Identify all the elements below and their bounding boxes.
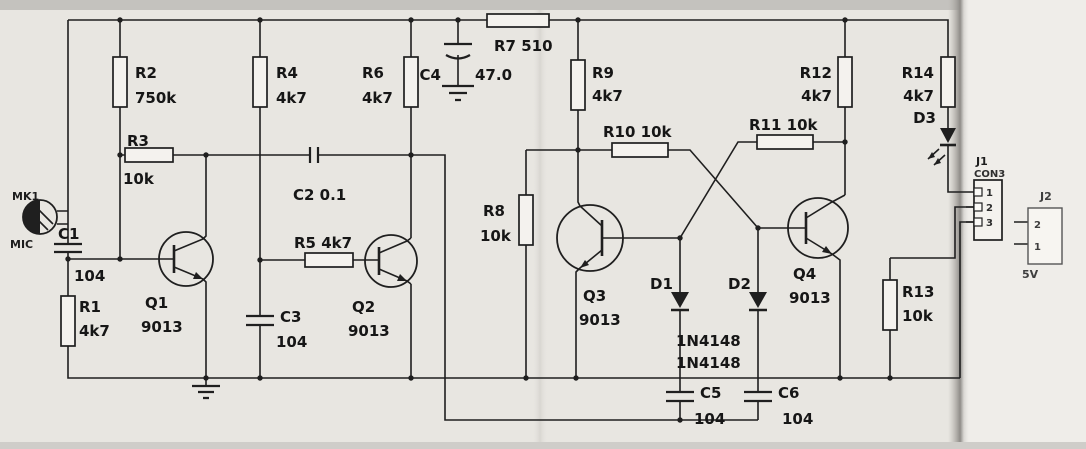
r9-ref-label: R9	[592, 64, 614, 82]
c4-ref-label: C4	[420, 66, 441, 84]
r7-label: R7 510	[494, 37, 553, 55]
r3-resistor-symbol	[124, 147, 174, 163]
r6-ref-label: R6	[362, 64, 384, 82]
c5-ref-label: C5	[700, 384, 721, 402]
q2-value-label: 9013	[348, 322, 390, 340]
r1-resistor-symbol	[60, 295, 76, 347]
r12-ref-label: R12	[800, 64, 832, 82]
r5-label: R5 4k7	[294, 234, 352, 252]
c3-capacitor-symbol	[246, 314, 274, 327]
mic-symbol	[22, 199, 58, 235]
transistor-q1-symbol	[158, 155, 214, 378]
r4-ref-label: R4	[276, 64, 298, 82]
mic-type-label: MIC	[10, 238, 33, 251]
junction-dots	[65, 17, 893, 423]
q4-ref-label: Q4	[793, 265, 816, 283]
d1-part-label: 1N4148	[676, 332, 741, 350]
mic-ref-label: MK1	[12, 190, 39, 203]
q4-value-label: 9013	[789, 289, 831, 307]
c1-value-label: 104	[74, 267, 105, 285]
c1-ref-label: C1	[58, 225, 79, 243]
r4-resistor-symbol	[252, 56, 268, 108]
j2-pin2-label: 2	[1034, 220, 1041, 231]
transistor-q4-symbol	[787, 194, 849, 378]
q1-ref-label: Q1	[145, 294, 168, 312]
r10-label: R10 10k	[603, 123, 673, 141]
ground-symbol-q1	[192, 378, 220, 400]
c4-capacitor-symbol	[444, 42, 472, 60]
r3-ref-label: R3	[127, 132, 149, 150]
ground-symbol-c4	[442, 84, 474, 102]
r9-value-label: 4k7	[592, 87, 623, 105]
r7-resistor-symbol	[486, 13, 550, 28]
c5-value-label: 104	[694, 410, 725, 428]
r12-resistor-symbol	[837, 56, 853, 108]
transistor-q3-symbol	[556, 200, 624, 378]
wires	[57, 17, 1028, 423]
r8-resistor-symbol	[518, 194, 534, 246]
r1-ref-label: R1	[79, 298, 101, 316]
q2-ref-label: Q2	[352, 298, 375, 316]
c6-capacitor-symbol	[744, 390, 772, 403]
r8-value-label: 10k	[480, 227, 512, 245]
j1-ref-label: J1	[975, 155, 988, 168]
j2-ref-label: J2	[1039, 190, 1052, 203]
r11-resistor-symbol	[756, 134, 814, 150]
r8-ref-label: R8	[483, 202, 505, 220]
j1-pin2-label: 2	[986, 203, 993, 214]
r12-value-label: 4k7	[801, 87, 832, 105]
c1-capacitor-symbol	[54, 242, 82, 254]
d2-part-label: 1N4148	[676, 354, 741, 372]
c4-value-label: 47.0	[475, 66, 512, 84]
c3-value-label: 104	[276, 333, 307, 351]
r13-value-label: 10k	[902, 307, 934, 325]
q1-value-label: 9013	[141, 318, 183, 336]
c5-capacitor-symbol	[666, 390, 694, 403]
connector-j1	[966, 179, 1003, 241]
r13-resistor-symbol	[882, 279, 898, 331]
j1-pin3-label: 3	[986, 218, 993, 229]
r10-resistor-symbol	[611, 142, 669, 158]
d2-ref-label: D2	[728, 275, 751, 293]
j2-pin1-label: 1	[1034, 242, 1041, 253]
transistor-q2-symbol	[364, 234, 418, 288]
r5-resistor-symbol	[304, 252, 354, 268]
r14-value-label: 4k7	[903, 87, 934, 105]
capacitor-symbols	[54, 42, 772, 403]
j1-type-label: CON3	[974, 169, 1005, 180]
r14-resistor-symbol	[940, 56, 956, 108]
c3-ref-label: C3	[280, 308, 301, 326]
r3-value-label: 10k	[123, 170, 155, 188]
r11-label: R11 10k	[749, 116, 819, 134]
r4-value-label: 4k7	[276, 89, 307, 107]
r2-value-label: 750k	[135, 89, 177, 107]
diode-d2-symbol	[749, 292, 767, 312]
q3-ref-label: Q3	[583, 287, 606, 305]
q3-value-label: 9013	[579, 311, 621, 329]
resistor-symbols	[60, 13, 956, 347]
j1-pin1-label: 1	[986, 188, 993, 199]
r2-resistor-symbol	[112, 56, 128, 108]
r9-resistor-symbol	[570, 59, 586, 111]
r6-value-label: 4k7	[362, 89, 393, 107]
c2-label: C2 0.1	[293, 186, 346, 204]
j2-supply-label: 5V	[1022, 268, 1039, 281]
r2-ref-label: R2	[135, 64, 157, 82]
r6-resistor-symbol	[403, 56, 419, 108]
c6-ref-label: C6	[778, 384, 799, 402]
c2-capacitor-symbol	[308, 147, 320, 163]
r1-value-label: 4k7	[79, 322, 110, 340]
r13-ref-label: R13	[902, 283, 934, 301]
diode-d1-symbol	[671, 292, 689, 312]
c6-value-label: 104	[782, 410, 813, 428]
connector-j2	[1027, 207, 1063, 265]
d1-ref-label: D1	[650, 275, 673, 293]
r14-ref-label: R14	[902, 64, 934, 82]
labels: MK1 MIC C1 104 R1 4k7 R2 750k R3 10k Q1 …	[10, 37, 1052, 428]
led-d3-symbol	[927, 128, 956, 166]
d3-ref-label: D3	[913, 109, 936, 127]
